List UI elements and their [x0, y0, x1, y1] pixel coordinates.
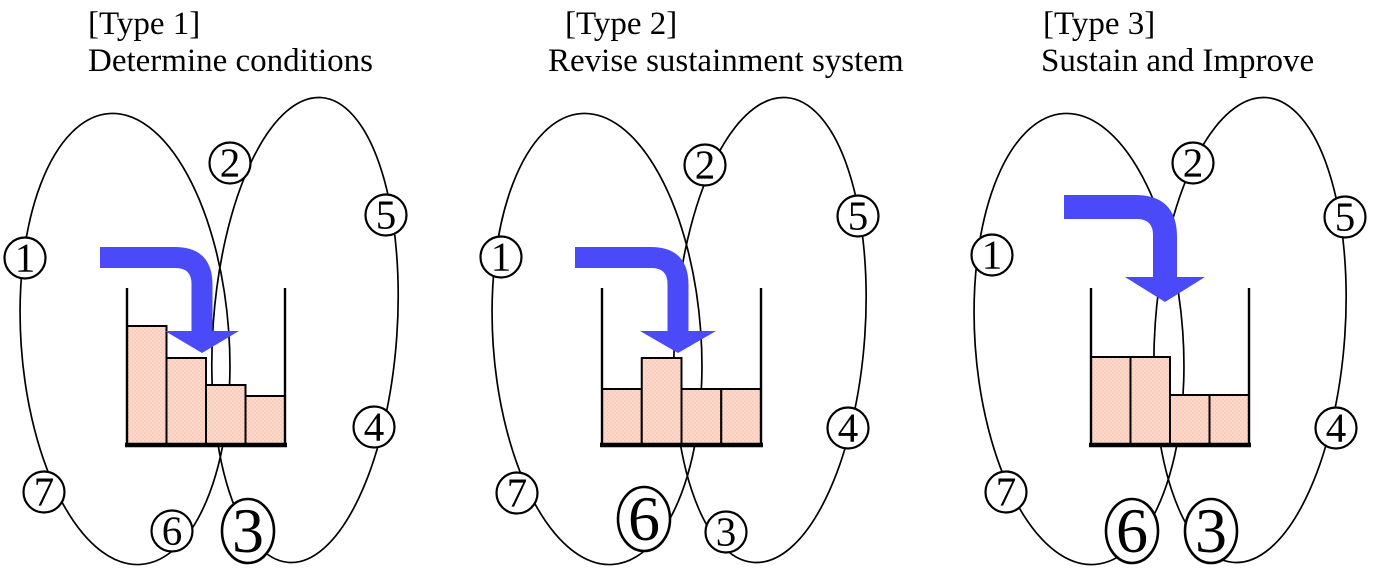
blue-elbow-arrow-icon — [100, 247, 239, 353]
step-circle-4: 4 — [352, 404, 396, 450]
step-number: 2 — [220, 140, 241, 186]
step-number: 6 — [162, 508, 183, 554]
step-number: 5 — [1335, 194, 1356, 240]
histogram-bar-2 — [165, 357, 207, 446]
histogram — [600, 288, 763, 448]
histogram-bar-1 — [126, 325, 168, 446]
step-number: 7 — [34, 469, 55, 515]
step-number: 1 — [491, 234, 512, 280]
histogram-bar-3 — [680, 388, 723, 446]
step-number: 4 — [1326, 405, 1347, 451]
step-circle-7: 7 — [22, 469, 66, 515]
step-number: 6 — [628, 483, 660, 554]
histogram-bar-2 — [1129, 356, 1171, 446]
histogram-bar-3 — [205, 384, 247, 446]
right-loop-ellipse — [210, 96, 400, 564]
step-number: 5 — [848, 193, 869, 239]
step-circle-2: 2 — [683, 142, 727, 188]
panel3-subtitle: Sustain and Improve — [1041, 43, 1315, 79]
panel1-title: [Type 1] Determine conditions — [88, 6, 373, 80]
step-number: 6 — [1116, 495, 1148, 566]
step-circle-2: 2 — [1171, 140, 1215, 186]
blue-elbow-arrow-icon — [575, 247, 716, 353]
histogram — [1089, 288, 1251, 448]
step-number: 7 — [507, 470, 528, 516]
blue-elbow-arrow-icon — [1064, 195, 1205, 302]
histogram-bar-4 — [244, 395, 286, 446]
panel3-title: [Type 3] Sustain and Improve — [1041, 6, 1314, 80]
step-circle-5: 5 — [836, 193, 880, 239]
panel2-subtitle: Revise sustainment system — [548, 43, 904, 79]
step-number: 2 — [1183, 140, 1204, 186]
histogram-bar-2 — [640, 357, 683, 446]
step-number: 7 — [996, 469, 1017, 515]
histogram-bar-3 — [1169, 394, 1211, 446]
step-number: 1 — [15, 235, 36, 281]
step-circle-3-emphasized: 3 — [220, 495, 276, 566]
panel-3-diagram: 1 2 3 4 5 6 7 — [970, 96, 1367, 566]
step-circle-7: 7 — [984, 469, 1028, 515]
panel1-type-label: [Type 1] — [88, 6, 201, 42]
right-loop-ellipse — [1152, 96, 1348, 564]
panel-1-diagram: 1 2 3 4 5 6 7 — [3, 96, 408, 566]
panel2-title: [Type 2] Revise sustainment system — [548, 6, 904, 80]
histogram-bar-4 — [720, 388, 762, 446]
left-loop-ellipse — [973, 112, 1185, 566]
step-number: 4 — [838, 405, 859, 451]
step-number: 4 — [364, 404, 385, 450]
step-circle-6-emphasized: 6 — [616, 483, 672, 554]
histogram-bar-1 — [1090, 356, 1132, 446]
panel3-type-label: [Type 3] — [1043, 6, 1156, 42]
panel-2-diagram: 1 2 3 4 5 6 7 — [479, 96, 880, 566]
step-circle-4: 4 — [1314, 405, 1358, 451]
step-circle-5: 5 — [364, 192, 408, 238]
step-number: 3 — [716, 509, 737, 555]
step-circle-4: 4 — [826, 405, 870, 451]
panel1-subtitle: Determine conditions — [88, 43, 374, 79]
histogram-bar-1 — [601, 388, 643, 446]
step-number: 3 — [232, 495, 264, 566]
step-circle-1: 1 — [3, 235, 47, 281]
step-number: 1 — [982, 232, 1003, 278]
step-number: 5 — [376, 192, 397, 238]
panel2-type-label: [Type 2] — [565, 6, 678, 42]
step-circle-6-emphasized: 6 — [1104, 495, 1160, 566]
histogram-bar-4 — [1208, 394, 1250, 446]
step-circle-3: 3 — [704, 509, 748, 555]
step-circle-5: 5 — [1323, 194, 1367, 240]
step-circle-1: 1 — [970, 232, 1014, 278]
step-circle-7: 7 — [495, 470, 539, 516]
step-number: 3 — [1195, 495, 1227, 566]
histogram — [125, 288, 287, 448]
step-circle-6: 6 — [150, 508, 194, 554]
step-circle-3-emphasized: 3 — [1183, 495, 1239, 566]
step-number: 2 — [695, 142, 716, 188]
step-circle-2: 2 — [208, 140, 252, 186]
step-circle-1: 1 — [479, 234, 523, 280]
